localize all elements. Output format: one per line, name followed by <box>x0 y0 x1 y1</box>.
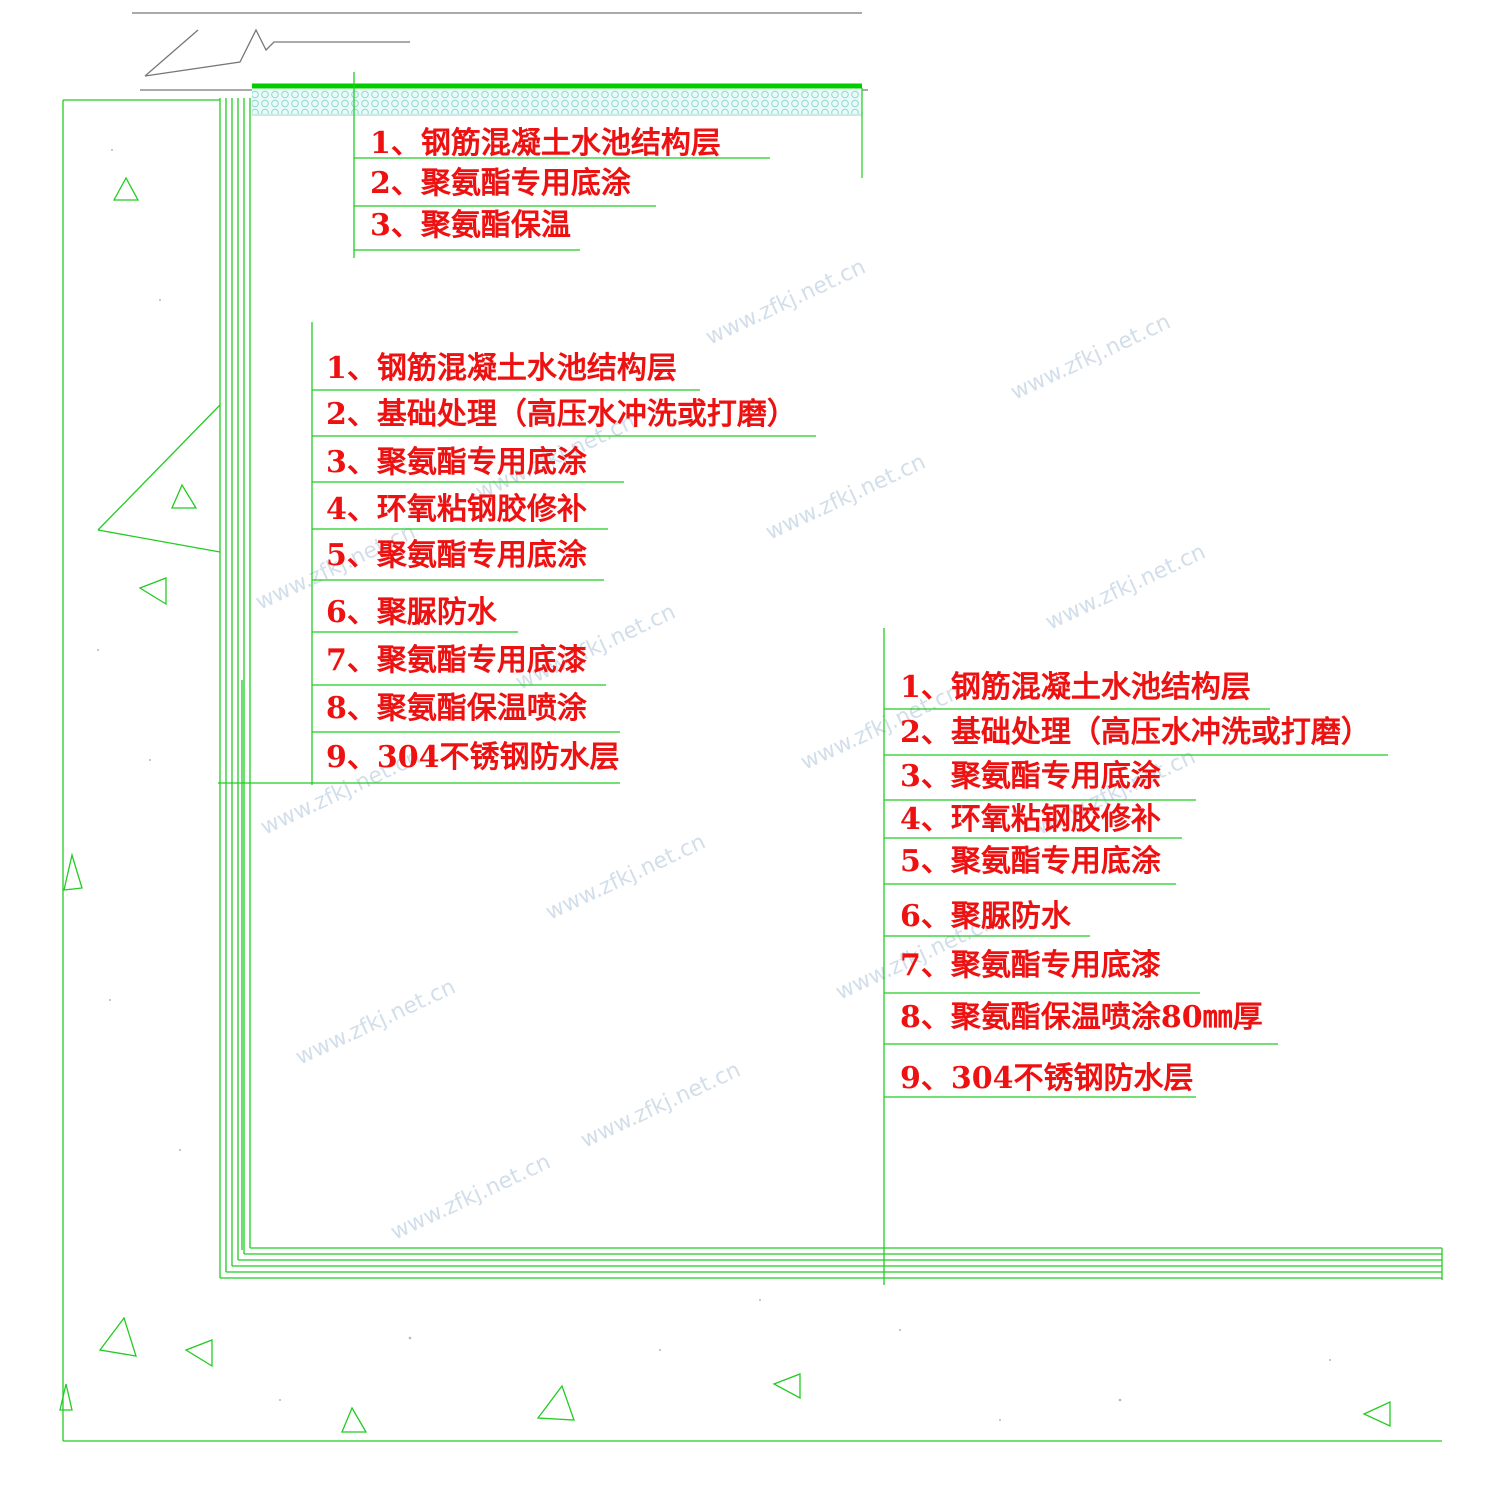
legend-right: 1、钢筋混凝土水池结构层 2、基础处理（高压水冲洗或打磨） 3、聚氨酯专用底涂 4、环… <box>884 670 1388 1098</box>
watermark-text: www.zfkj.net.cn <box>1042 540 1210 636</box>
legend-left-item-3: 3、聚氨酯专用底涂 <box>326 445 587 480</box>
legend-top-item-1: 1、钢筋混凝土水池结构层 <box>370 126 721 161</box>
legend-left-item-9: 9、304不锈钢防水层 <box>326 740 620 775</box>
watermark-text: www.zfkj.net.cn <box>577 1058 745 1154</box>
legend-right-item-4: 4、环氧粘钢胶修补 <box>900 802 1161 837</box>
legend-left-item-8: 8、聚氨酯保温喷涂 <box>326 691 587 726</box>
watermark-text: www.zfkj.net.cn <box>292 975 460 1071</box>
legend-right-item-6: 6、聚脲防水 <box>900 899 1072 934</box>
legend-right-item-5: 5、聚氨酯专用底涂 <box>900 844 1161 879</box>
legend-right-item-1: 1、钢筋混凝土水池结构层 <box>900 670 1251 705</box>
break-line-symbol <box>132 12 868 91</box>
legend-right-item-3: 3、聚氨酯专用底涂 <box>900 759 1161 794</box>
watermark-text: www.zfkj.net.cn <box>542 830 710 926</box>
legend-right-item-2: 2、基础处理（高压水冲洗或打磨） <box>900 715 1371 750</box>
legend-left-item-7: 7、聚氨酯专用底漆 <box>326 643 587 678</box>
legend-right-item-9: 9、304不锈钢防水层 <box>900 1061 1194 1096</box>
watermark-text: www.zfkj.net.cn <box>1007 310 1175 406</box>
watermark-text: www.zfkj.net.cn <box>387 1150 555 1246</box>
leader-lines <box>218 72 885 1285</box>
legend-top-item-3: 3、聚氨酯保温 <box>370 208 571 243</box>
concrete-aggregate-marks <box>59 176 1391 1433</box>
legend-left-item-1: 1、钢筋混凝土水池结构层 <box>326 351 677 386</box>
legend-left-item-2: 2、基础处理（高压水冲洗或打磨） <box>326 397 797 432</box>
legend-right-item-8: 8、聚氨酯保温喷涂80㎜厚 <box>900 1000 1263 1035</box>
watermark-text: www.zfkj.net.cn <box>702 255 870 351</box>
watermark-text: www.zfkj.net.cn <box>762 450 930 546</box>
legend-left-item-6: 6、聚脲防水 <box>326 595 498 630</box>
legend-left-item-5: 5、聚氨酯专用底涂 <box>326 538 587 573</box>
legend-top-item-2: 2、聚氨酯专用底涂 <box>370 166 631 201</box>
legend-left: 1、钢筋混凝土水池结构层 2、基础处理（高压水冲洗或打磨） 3、聚氨酯专用底涂 4、环… <box>312 351 816 784</box>
legend-right-item-7: 7、聚氨酯专用底漆 <box>900 948 1161 983</box>
pool-structure <box>62 98 1443 1442</box>
concrete-dots <box>97 149 1331 1421</box>
legend-top: 1、钢筋混凝土水池结构层 2、聚氨酯专用底涂 3、聚氨酯保温 <box>354 126 770 251</box>
legend-left-item-4: 4、环氧粘钢胶修补 <box>326 492 587 527</box>
